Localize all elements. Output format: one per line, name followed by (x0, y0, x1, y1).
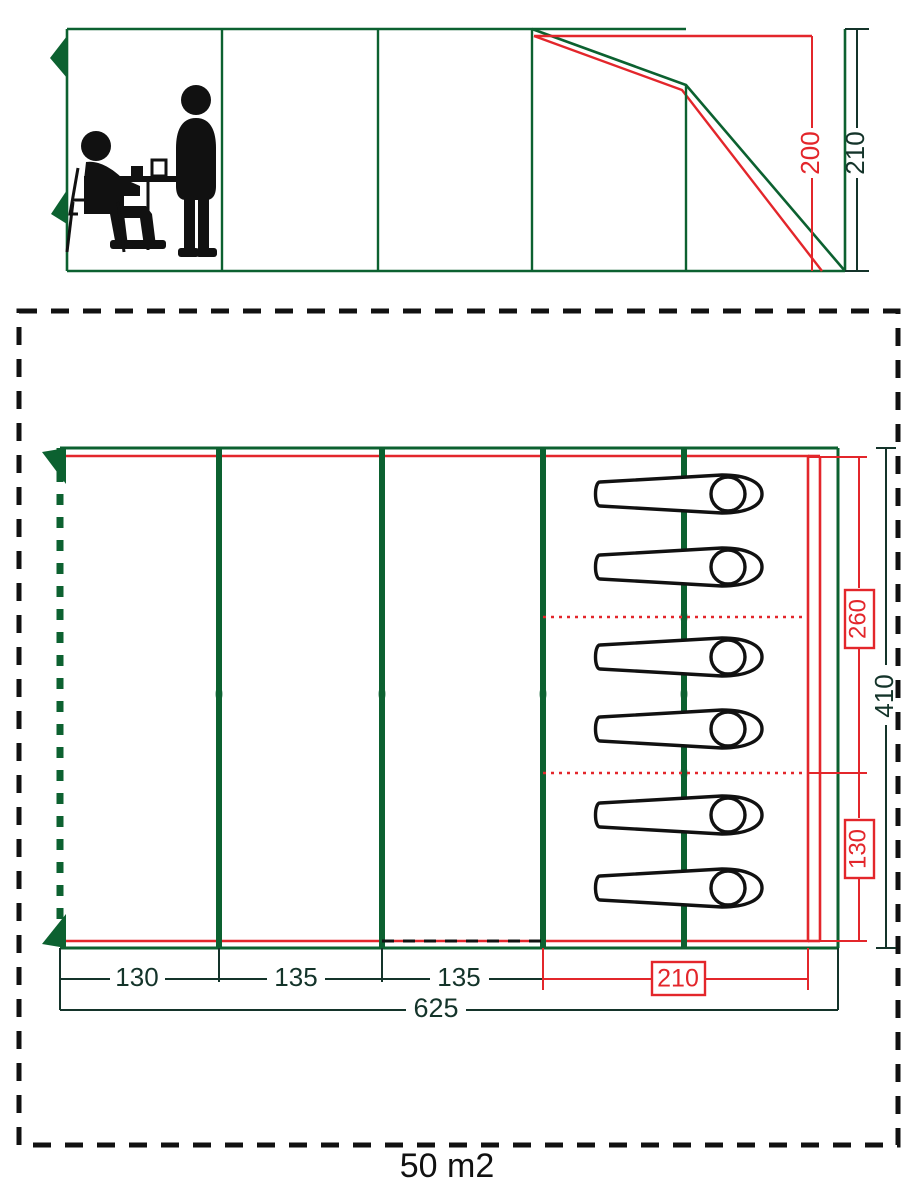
floorplan-dim-135-a: 135 (219, 962, 382, 992)
sleeping-bag (593, 636, 764, 678)
standing-person-figure (176, 85, 217, 257)
elevation-panel-dividers (220, 29, 688, 271)
floorplan-dim-135-b: 135 (382, 962, 543, 992)
elevation-dim-210: 210 (840, 28, 870, 272)
floorplan-dim-410-label: 410 (869, 674, 899, 717)
floorplan-dim-130-width: 130 (60, 962, 219, 992)
floorplan-dim-210-width: 210 (542, 948, 809, 997)
pitch-area-boundary (16, 308, 901, 1148)
floorplan-dim-135-a-label: 135 (274, 962, 317, 992)
floorplan-outer-green-outline (60, 446, 840, 950)
floorplan-dim-260: 260 (808, 456, 876, 774)
seated-person-figure (65, 131, 166, 253)
elevation-dim-200: 200 (795, 36, 825, 271)
pole-4 (680, 448, 688, 948)
floorplan-dim-210-width-label: 210 (657, 965, 699, 993)
sleeping-bag (593, 708, 764, 750)
sleeping-bag (593, 867, 764, 909)
sleeping-bag (593, 794, 764, 836)
sleeping-bag (593, 473, 764, 515)
floorplan-dim-130-width-label: 130 (115, 962, 158, 992)
floorplan-poles (215, 448, 688, 948)
floorplan-dim-135-b-label: 135 (437, 962, 480, 992)
pole-2 (378, 448, 386, 948)
floorplan-door-marker-bottom (42, 914, 66, 948)
floorplan-dim-130-depth-label: 130 (844, 829, 871, 869)
elevation-inner-profile (533, 34, 823, 272)
elevation-dim-210-label: 210 (840, 131, 870, 174)
floorplan-dim-260-label: 260 (844, 599, 871, 639)
elevation-door-marker-top (50, 36, 67, 78)
floorplan-dim-410: 410 (869, 447, 899, 949)
floorplan-dim-625: 625 (60, 993, 838, 1023)
floorplan-dim-130-depth: 130 (808, 773, 876, 942)
tent-floorplan-view: 260 130 410 (42, 446, 899, 1023)
pole-1 (215, 448, 223, 948)
elevation-dim-200-label: 200 (795, 131, 825, 174)
floorplan-dim-625-label: 625 (413, 993, 458, 1023)
side-elevation-view: 200 210 (50, 27, 870, 273)
sleeping-bag (593, 546, 764, 588)
elevation-door-marker-bottom (51, 190, 67, 224)
pole-3 (539, 448, 547, 948)
floorplan-door-marker-top (42, 448, 66, 484)
area-label: 50 m2 (400, 1147, 495, 1185)
table-figure (120, 158, 208, 250)
